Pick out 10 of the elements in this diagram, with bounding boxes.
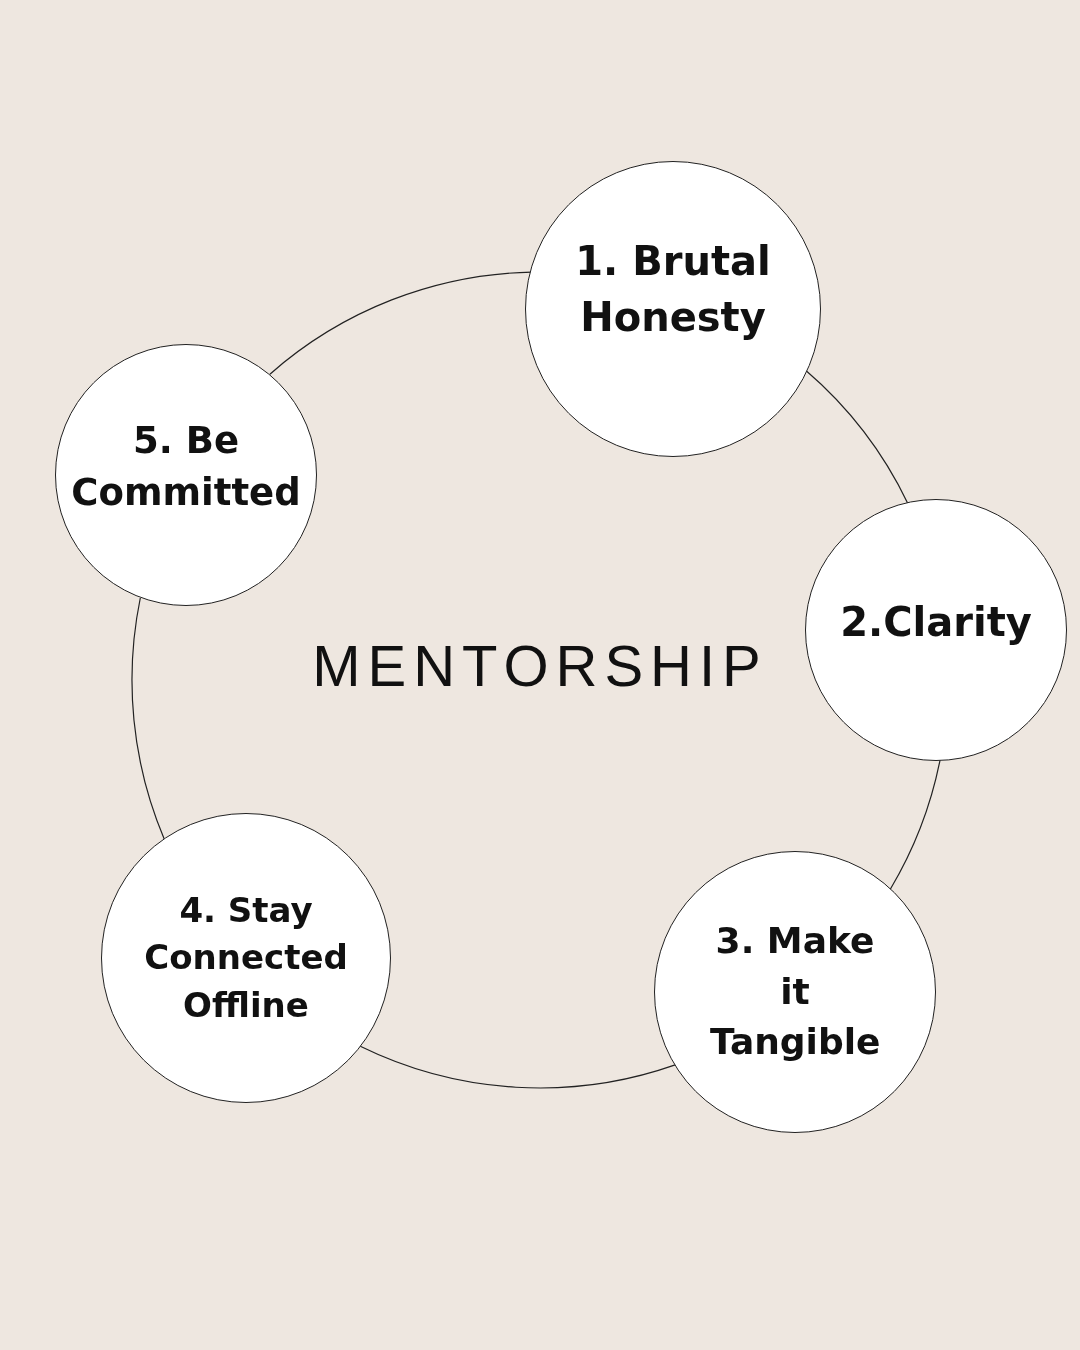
- node-label: 4. Stay Connected Offline: [143, 888, 349, 1027]
- connector-arc: [805, 369, 909, 504]
- connector-arc: [359, 1045, 676, 1089]
- node-label: 1. Brutal Honesty: [574, 237, 772, 342]
- title: MENTORSHIP: [311, 632, 769, 699]
- node-label: 2.Clarity: [840, 598, 1032, 647]
- connector-arc: [889, 759, 941, 890]
- node-label: 5. Be Committed: [70, 418, 302, 516]
- connector-arc: [131, 597, 165, 840]
- node-label: 3. Make it Tangible: [710, 919, 880, 1065]
